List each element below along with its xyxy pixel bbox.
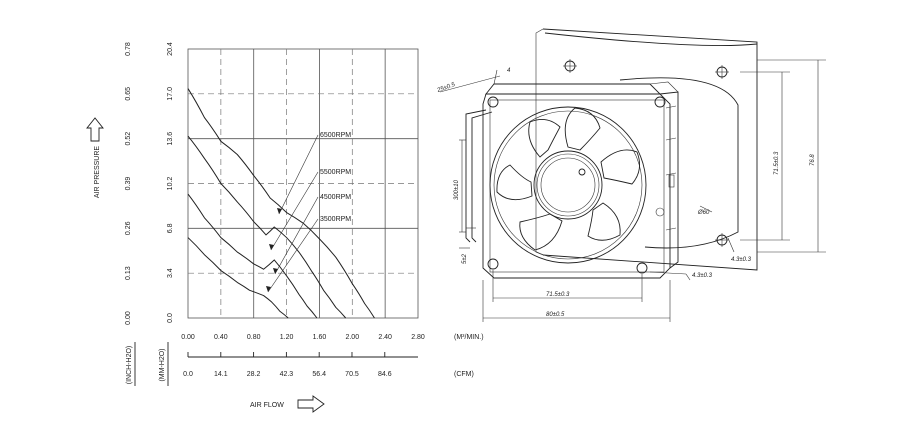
curve-label-leader <box>274 196 319 275</box>
dim-overall-bottom: 80±0.5 <box>546 312 565 318</box>
y-tick-inch: 0.65 <box>125 87 132 101</box>
fan-hub <box>533 150 603 220</box>
curve-5500rpm <box>187 135 347 319</box>
x-tick-primary: 1.60 <box>313 334 327 341</box>
dim-flange-thickness: 4 <box>507 68 511 74</box>
x-tick-secondary: 84.6 <box>378 371 392 378</box>
x-unit-primary: (M³/MIN.) <box>454 334 484 341</box>
dim-mount-hole-side: 4.3±0.3 <box>731 257 752 263</box>
curve-label-4500rpm: 4500RPM <box>320 194 351 201</box>
curve-labels: 6500RPM 5500RPM 4500RPM 3500RPM <box>266 132 351 293</box>
fan-drawing: 25±0.5 4 300±10 5±2 71.5±0.3 80±0.5 71.5… <box>436 28 826 322</box>
cfm-ticks <box>187 352 386 357</box>
y-unit-inner: (MM-H2O) <box>159 348 166 381</box>
x-tick-secondary: 0.0 <box>183 371 193 378</box>
y-tick-mm: 3.4 <box>167 268 174 278</box>
curve-label-leader <box>278 134 319 215</box>
y-tick-inch: 0.78 <box>125 42 132 56</box>
lead-wires <box>459 109 493 249</box>
dim-flange-width: 25±0.5 <box>436 82 457 94</box>
y-ticks-mm: 0.0 3.4 6.8 10.2 13.6 17.0 20.4 <box>167 42 174 323</box>
dim-hole-spacing-bottom: 71.5±0.3 <box>546 292 570 298</box>
leader-arrow-icon <box>277 208 282 214</box>
pq-curves <box>187 88 375 319</box>
y-tick-mm: 17.0 <box>167 87 174 101</box>
curve-6500rpm <box>187 88 375 319</box>
fan-hole-br <box>636 262 648 274</box>
curve-4500rpm <box>187 193 318 319</box>
dim-lead-strip: 5±2 <box>462 253 468 264</box>
air-pressure-label-group: AIR PRESSURE <box>86 117 104 198</box>
x-tick-primary: 1.20 <box>280 334 294 341</box>
x-ticks-secondary: 0.0 14.1 28.2 42.3 56.4 70.5 84.6 <box>183 371 392 378</box>
fan-hole-bl <box>487 258 499 270</box>
curve-label-6500rpm: 6500RPM <box>320 132 351 139</box>
fan-hole-tr <box>654 96 666 108</box>
y-ticks-inch: 0.00 0.13 0.26 0.39 0.52 0.65 0.78 <box>125 42 132 325</box>
x-unit-secondary: (CFM) <box>454 371 474 378</box>
curve-label-5500rpm: 5500RPM <box>320 169 351 176</box>
dim-mount-hole: 4.3±0.3 <box>692 273 713 279</box>
curve-label-3500rpm: 3500RPM <box>320 216 351 223</box>
air-flow-label-group: AIR FLOW <box>250 395 325 413</box>
y-tick-inch: 0.13 <box>125 266 132 280</box>
up-arrow-icon <box>86 117 104 142</box>
dim-lead-length: 300±10 <box>454 179 460 200</box>
y-unit-outer: (INCH-H2O) <box>126 346 133 385</box>
y-tick-mm: 20.4 <box>167 42 174 56</box>
fan-blades <box>496 107 641 251</box>
right-arrow-icon <box>297 395 325 413</box>
x-tick-primary: 2.80 <box>411 334 425 341</box>
dimension-lines <box>439 59 826 322</box>
y-tick-inch: 0.39 <box>125 177 132 191</box>
dim-overall-side: 76.8 <box>810 154 816 166</box>
grid-lines <box>188 49 418 318</box>
x-axis-label: AIR FLOW <box>250 402 284 409</box>
dim-guard-diameter: Ø60 <box>697 210 710 216</box>
x-tick-primary: 0.40 <box>214 334 228 341</box>
fan-housing <box>482 81 679 279</box>
x-tick-secondary: 56.4 <box>312 371 326 378</box>
y-tick-inch: 0.00 <box>125 311 132 325</box>
x-tick-secondary: 70.5 <box>345 371 359 378</box>
leader-arrow-icon <box>266 286 271 292</box>
x-tick-secondary: 14.1 <box>214 371 228 378</box>
y-tick-mm: 0.0 <box>167 313 174 323</box>
y-tick-mm: 6.8 <box>167 223 174 233</box>
fan-hole-tl <box>487 96 499 108</box>
leader-arrow-icon <box>273 268 278 274</box>
y-tick-inch: 0.52 <box>125 132 132 146</box>
leader-arrow-icon <box>269 244 274 250</box>
x-tick-primary: 0.80 <box>247 334 261 341</box>
x-tick-secondary: 42.3 <box>280 371 294 378</box>
x-tick-secondary: 28.2 <box>247 371 261 378</box>
x-tick-primary: 2.00 <box>345 334 359 341</box>
mounting-panel <box>535 28 758 271</box>
y-tick-inch: 0.26 <box>125 221 132 235</box>
pq-chart: 0.00 0.13 0.26 0.39 0.52 0.65 0.78 0.0 3.4 6.8 10… <box>86 42 484 413</box>
x-tick-primary: 0.00 <box>181 334 195 341</box>
y-axis-label: AIR PRESSURE <box>94 146 101 198</box>
x-tick-primary: 2.40 <box>378 334 392 341</box>
dim-hole-spacing-side: 71.5±0.3 <box>774 151 780 175</box>
curve-label-leader <box>267 218 319 293</box>
x-ticks-primary: 0.00 0.40 0.80 1.20 1.60 2.00 2.40 2.80 <box>181 334 425 341</box>
y-tick-mm: 13.6 <box>167 132 174 146</box>
curve-3500rpm <box>187 237 289 319</box>
y-tick-mm: 10.2 <box>167 177 174 191</box>
curve-label-leader <box>270 171 319 251</box>
